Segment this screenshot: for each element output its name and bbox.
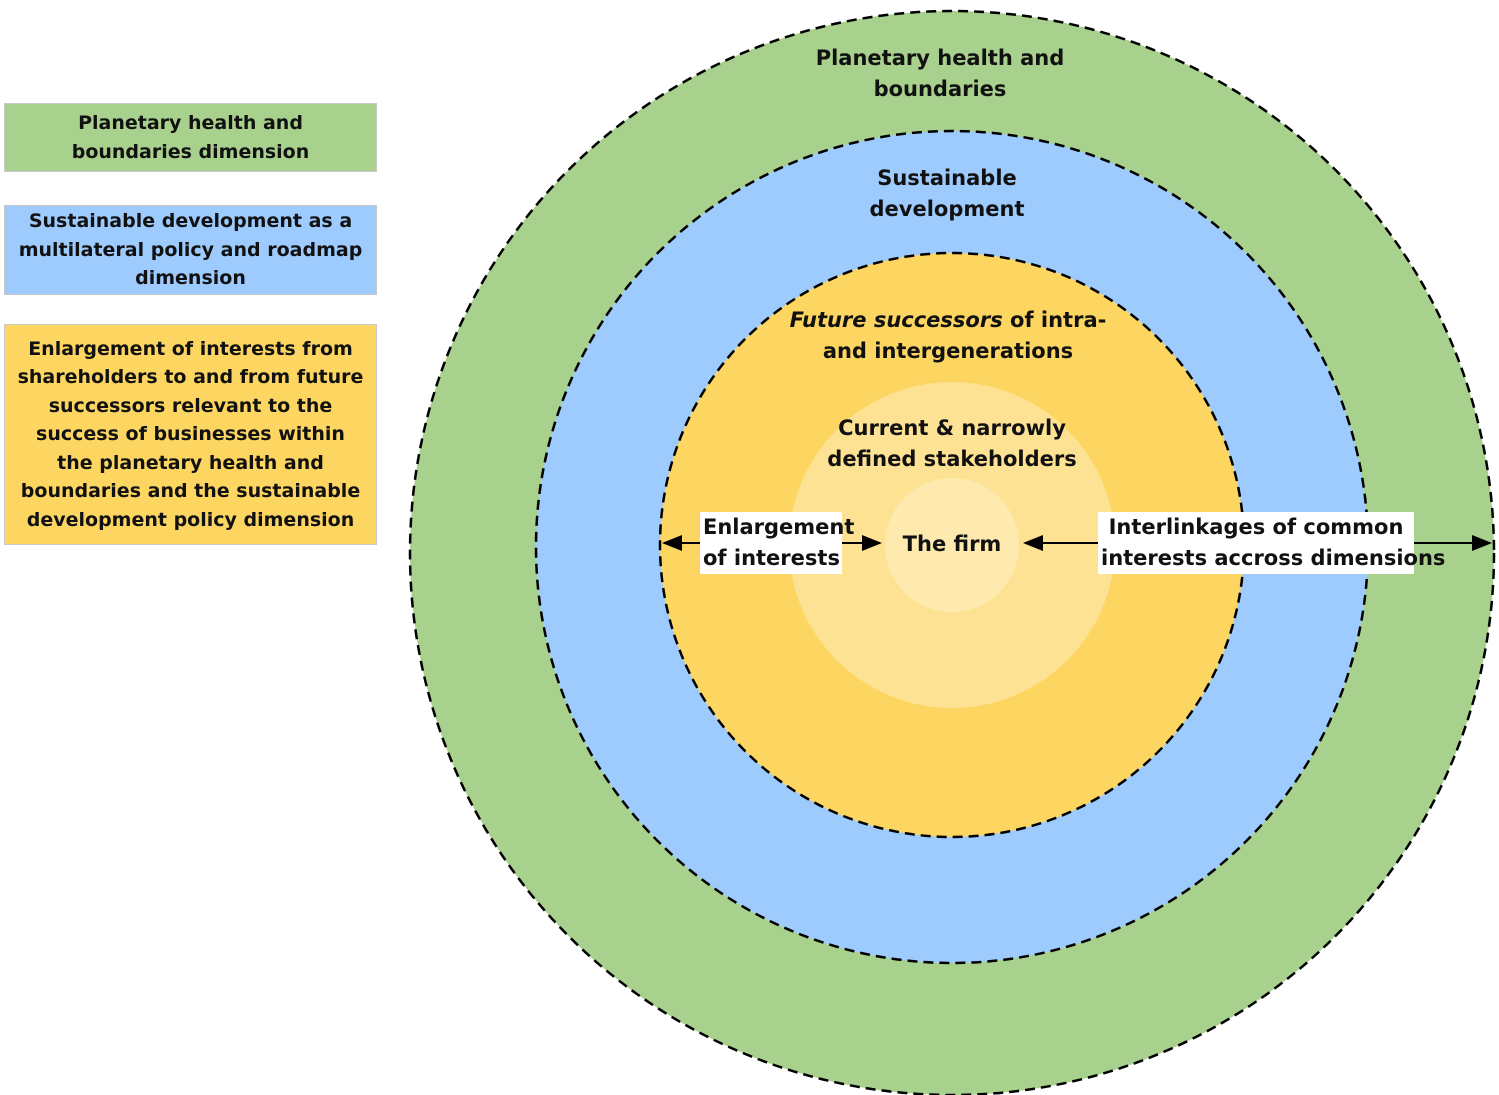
- outer-ring-label: Planetary health and boundaries: [790, 43, 1090, 105]
- stakeholders-label-line2: defined stakeholders: [827, 447, 1077, 471]
- inner-ring-label: Future successors of intra- and intergen…: [768, 305, 1128, 367]
- enlargement-arrow-label-line1: Enlargement: [703, 515, 855, 539]
- firm-core-circle: [885, 478, 1019, 612]
- legend-planetary-health: Planetary health and boundaries dimensio…: [4, 103, 377, 172]
- firm-label: The firm: [872, 529, 1032, 560]
- legend-enlargement-of-interests: Enlargement of interests from shareholde…: [4, 324, 377, 545]
- legend-sustainable-development: Sustainable development as a multilatera…: [4, 205, 377, 295]
- outer-ring-label-line1: Planetary health and: [815, 46, 1065, 70]
- legend-sustainable-development-text: Sustainable development as a multilatera…: [18, 210, 363, 290]
- stakeholders-label-line1: Current & narrowly: [838, 416, 1066, 440]
- legend-enlargement-of-interests-text: Enlargement of interests from shareholde…: [17, 337, 364, 531]
- inner-ring-label-italic: Future successors: [789, 308, 1003, 332]
- interlinkages-arrow-label-line1: Interlinkages of common: [1108, 515, 1404, 539]
- inner-ring-label-rest: of intra-: [1002, 308, 1107, 332]
- interlinkages-arrow-label-line2: interests accross dimensions: [1101, 546, 1446, 570]
- legend-planetary-health-text: Planetary health and boundaries dimensio…: [71, 112, 310, 163]
- inner-ring-label-line2: and intergenerations: [822, 339, 1074, 363]
- stakeholders-label: Current & narrowly defined stakeholders: [802, 413, 1102, 475]
- inner-ring-label-line1: Future successors of intra-: [768, 305, 1128, 336]
- middle-ring-label-line1: Sustainable: [877, 166, 1017, 190]
- enlargement-arrow-label: Enlargement of interests: [700, 512, 855, 574]
- outer-ring-label-line2: boundaries: [873, 77, 1007, 101]
- middle-ring-label-line2: development: [869, 197, 1025, 221]
- firm-label-text: The firm: [902, 532, 1002, 556]
- middle-ring-label: Sustainable development: [797, 163, 1097, 225]
- interlinkages-arrow-label: Interlinkages of common interests accros…: [1098, 512, 1446, 574]
- enlargement-arrow-label-line2: of interests: [703, 546, 840, 570]
